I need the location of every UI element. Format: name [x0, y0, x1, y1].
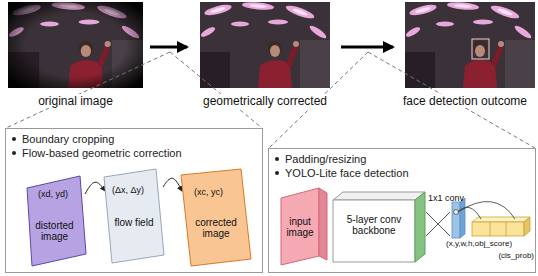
shape-face	[333, 192, 425, 200]
shape-label: corrected image	[189, 217, 243, 239]
bullet-item: YOLO-Lite face detection	[275, 166, 529, 180]
layer-label: 1x1 conv	[428, 194, 464, 204]
backbone-block: 5-layer conv backbone	[333, 192, 425, 262]
bullet-item: Flow-based geometric correction	[12, 146, 256, 160]
photo-caption: original image	[36, 94, 115, 108]
shape-face	[181, 169, 251, 266]
photo-caption-frame: face detection outcome	[396, 2, 534, 108]
flow-arrow	[85, 182, 105, 194]
bullet-dot	[275, 157, 279, 161]
photo-caption: face detection outcome	[401, 94, 529, 108]
bullet-dot	[12, 137, 16, 141]
corrected-photo	[200, 1, 330, 88]
flow-arrow	[163, 178, 182, 191]
original-photo	[8, 1, 143, 88]
bullet-dot	[12, 151, 16, 155]
shape-face	[104, 169, 164, 263]
flow-field-plane: flow field	[104, 169, 164, 263]
photo-caption-frame: geometrically corrected	[190, 2, 340, 108]
shape-label: input image	[282, 216, 318, 238]
photo-caption: geometrically corrected	[201, 94, 329, 108]
bullet-dot	[275, 171, 279, 175]
shape-label: flow field	[112, 217, 156, 228]
image-plane: distorted image	[23, 176, 86, 266]
bullet-text: Flow-based geometric correction	[22, 146, 182, 160]
pipeline-arrow	[341, 46, 393, 49]
bullet-text: Padding/resizing	[285, 152, 366, 166]
shape-face	[27, 176, 86, 266]
detection-photo	[405, 1, 535, 88]
output-label: (x,y,w,h,obj_score)	[446, 240, 512, 249]
bullet-item: Boundary cropping	[12, 132, 256, 146]
output-label: (cls_prob)	[498, 252, 534, 261]
conv-head-illustration	[426, 198, 530, 238]
bullet-text: YOLO-Lite face detection	[285, 166, 409, 180]
shape-outline	[104, 169, 164, 263]
shape-face	[319, 188, 327, 260]
shape-face	[281, 188, 319, 265]
process-panel: distorted image flow field corrected image…	[5, 128, 263, 273]
shape-face	[333, 200, 415, 262]
shape-face	[415, 192, 425, 262]
dashed-leader	[6, 52, 535, 148]
bullet-item: Padding/resizing	[275, 152, 529, 166]
face-box	[472, 39, 489, 59]
input-slab: input image	[281, 188, 327, 265]
pipeline-arrow	[150, 46, 187, 49]
shape-label: distorted image	[29, 220, 81, 242]
shape-label: 5-layer conv backbone	[336, 214, 412, 236]
photo-caption-frame: original image	[2, 2, 149, 108]
bullet-text: Boundary cropping	[22, 132, 114, 146]
process-panel: input image 5-layer conv backbone Padding/…	[268, 148, 536, 273]
image-plane: corrected image	[181, 169, 251, 266]
